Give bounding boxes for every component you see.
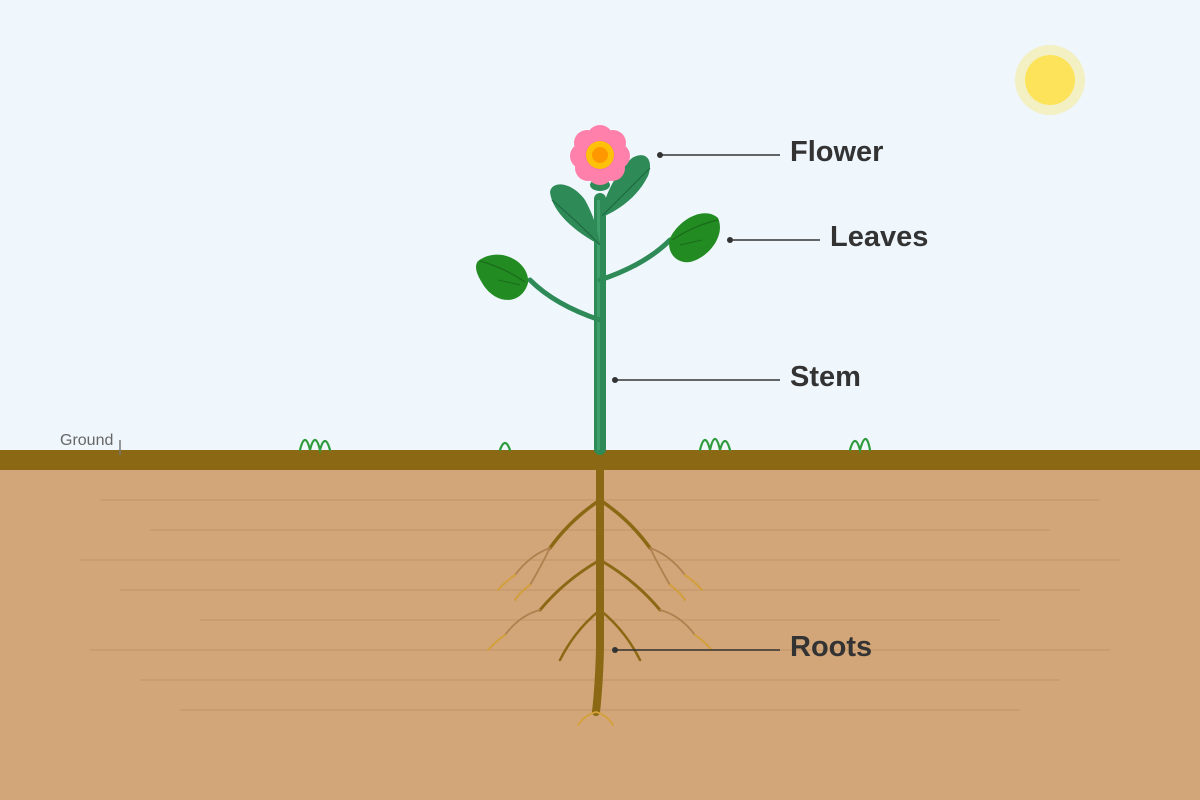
ground-label-group: Ground [60, 432, 121, 455]
ground-label: Ground [60, 432, 113, 449]
stem-label: Stem [790, 361, 861, 393]
callout-stem: Stem [612, 361, 861, 393]
sun-icon [1015, 45, 1085, 115]
stem [594, 193, 606, 455]
grass-tufts [298, 437, 872, 455]
leaf-right [669, 213, 720, 263]
callout-flower: Flower [657, 136, 883, 168]
flower-label: Flower [790, 136, 883, 168]
callout-leaves: Leaves [727, 221, 928, 253]
callout-roots: Roots [612, 631, 872, 663]
leaves [476, 155, 720, 300]
leaf-left [476, 254, 529, 300]
leaf-upper-right [600, 155, 651, 218]
roots-label: Roots [790, 631, 872, 663]
leaves-label: Leaves [830, 221, 928, 253]
roots [487, 454, 713, 726]
branches [527, 237, 673, 323]
flower-icon [570, 125, 630, 191]
leaf-upper-left [550, 184, 601, 246]
